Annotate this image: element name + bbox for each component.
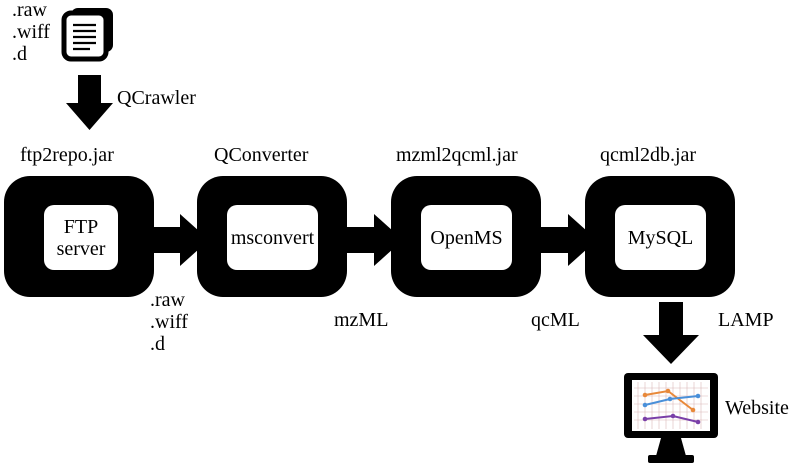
arrow-openms-to-mysql bbox=[536, 214, 597, 266]
msconvert-box: msconvert bbox=[227, 205, 318, 270]
stage-box-mysql: MySQL bbox=[585, 176, 735, 297]
ftp-server-line-2: server bbox=[56, 237, 106, 260]
ftp-server-box: FTP server bbox=[44, 205, 118, 270]
website-label: Website bbox=[725, 397, 789, 419]
tool-label-mzml2qcml: mzml2qcml.jar bbox=[396, 144, 518, 166]
tool-label-ftp2repo: ftp2repo.jar bbox=[20, 144, 114, 166]
tool-label-qconverter: QConverter bbox=[214, 144, 309, 166]
tool-label-qcml2db: qcml2db.jar bbox=[600, 144, 697, 166]
transfer-format-mzml: mzML bbox=[334, 309, 389, 331]
openms-label: OpenMS bbox=[430, 226, 503, 249]
transfer-format-d: .d bbox=[150, 333, 165, 355]
msconvert-label: msconvert bbox=[230, 226, 315, 249]
mysql-box: MySQL bbox=[615, 205, 706, 270]
lamp-label: LAMP bbox=[718, 309, 774, 331]
input-format-d: .d bbox=[12, 43, 27, 65]
transfer-formats-raw: .raw .wiff .d bbox=[150, 289, 188, 355]
input-format-wiff: .wiff bbox=[12, 21, 50, 43]
ftp-server-line-1: FTP bbox=[63, 215, 99, 238]
stage-box-msconvert: msconvert bbox=[197, 176, 347, 297]
openms-box: OpenMS bbox=[421, 205, 512, 270]
stage-box-openms: OpenMS bbox=[391, 176, 541, 297]
mysql-label: MySQL bbox=[627, 226, 694, 249]
arrow-msconvert-to-openms bbox=[342, 214, 403, 266]
input-formats: .raw .wiff .d bbox=[12, 0, 50, 65]
arrow-ftp-to-msconvert bbox=[148, 214, 209, 266]
stage-box-ftp: FTP server bbox=[4, 176, 154, 297]
crawler-label: QCrawler bbox=[117, 87, 196, 109]
transfer-format-qcml: qcML bbox=[531, 309, 580, 331]
transfer-format-wiff: .wiff bbox=[150, 311, 188, 333]
transfer-format-raw: .raw bbox=[150, 289, 185, 311]
input-format-raw: .raw bbox=[12, 0, 47, 21]
